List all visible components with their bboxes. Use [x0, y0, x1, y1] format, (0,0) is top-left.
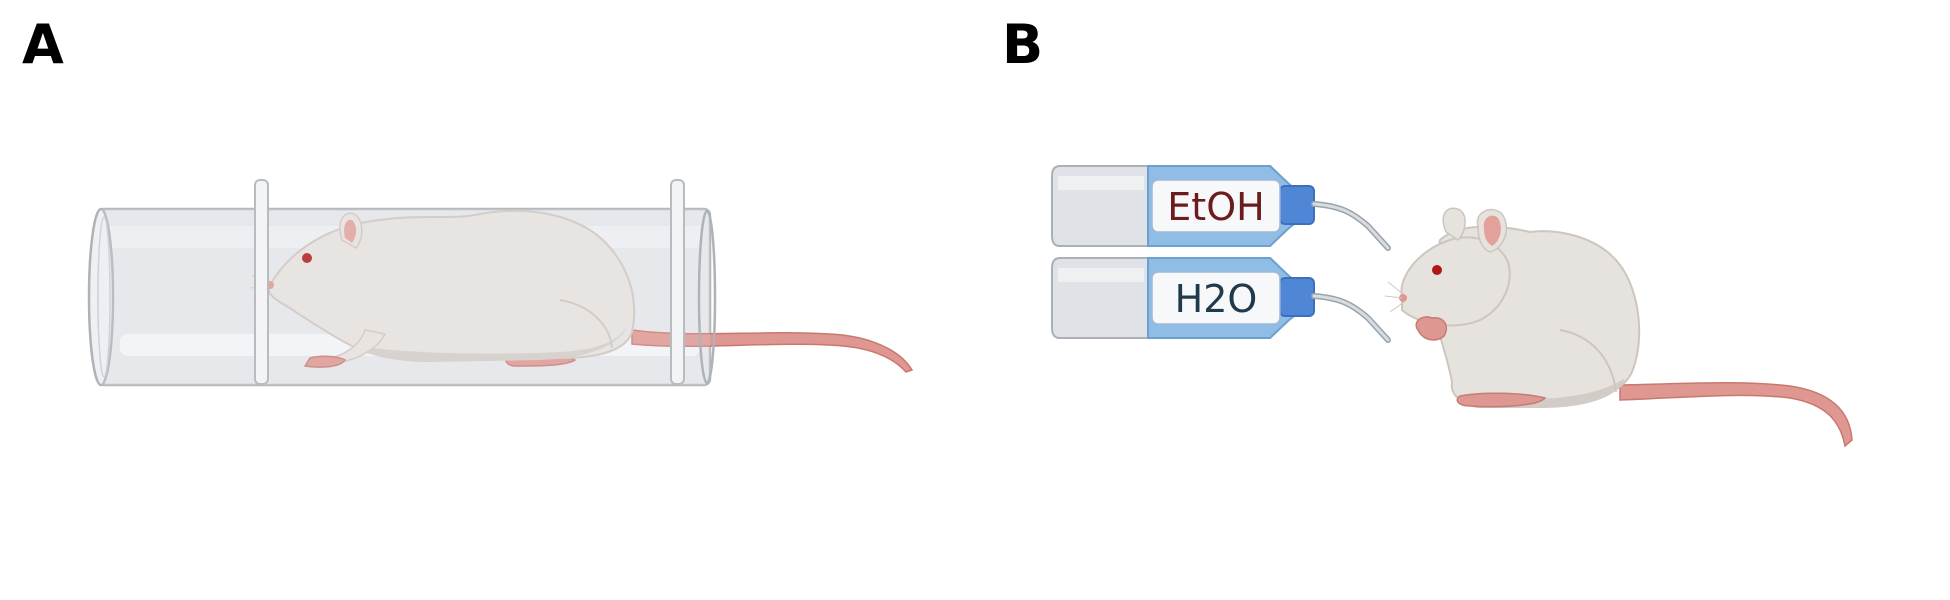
rat-in-tube — [249, 209, 914, 373]
bottle-etoh: EtOH — [1051, 165, 1391, 251]
tube-ring-right — [670, 179, 685, 385]
bottle-h2o: H2O — [1051, 257, 1391, 343]
etoh-label: EtOH — [1167, 185, 1264, 229]
panel-label-a: A — [22, 13, 64, 76]
two-bottle-setup-b: EtOH H2O — [1051, 165, 1853, 448]
restraint-setup-a — [87, 179, 914, 387]
mouse-drinking — [1384, 207, 1853, 448]
panel-label-b: B — [1002, 13, 1044, 76]
h2o-label: H2O — [1175, 277, 1258, 321]
tube-ring-left — [254, 179, 269, 385]
